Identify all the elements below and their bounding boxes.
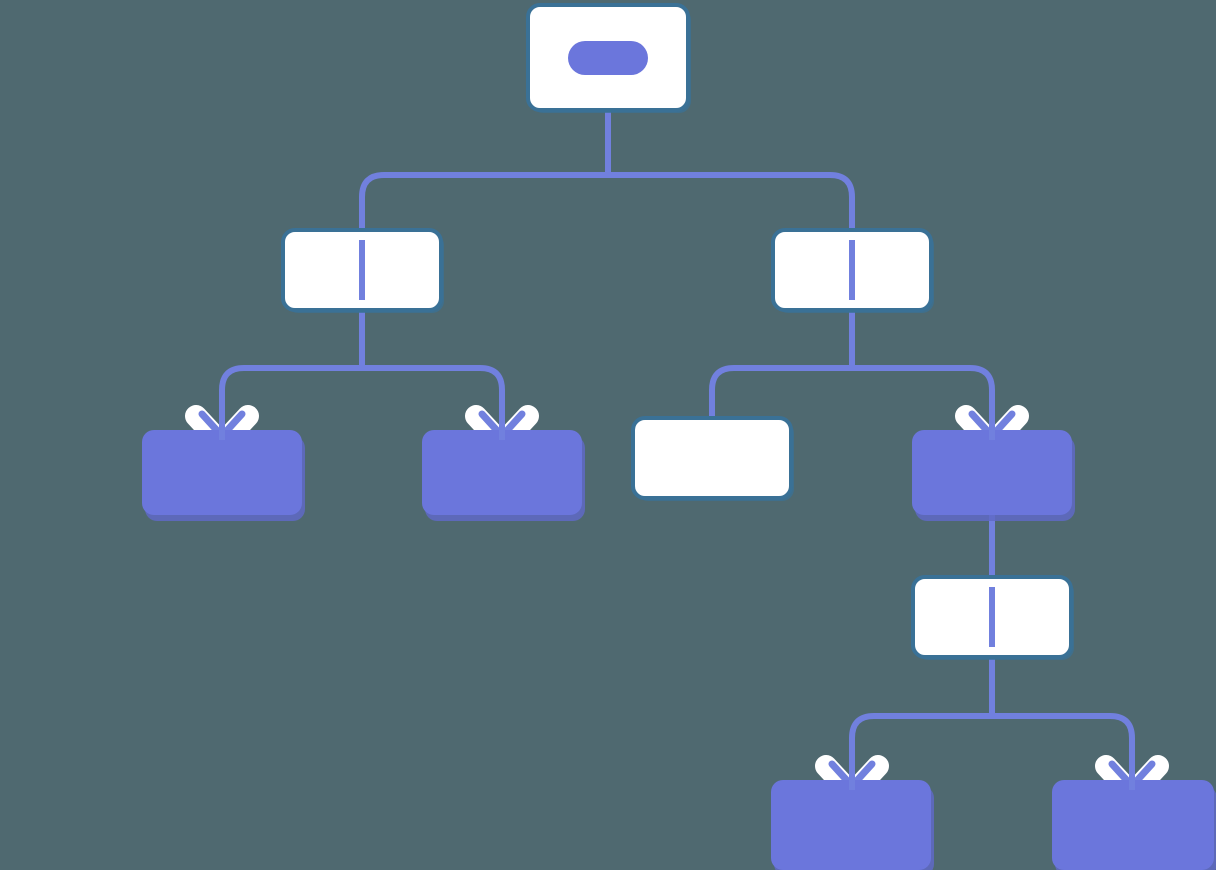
node-level4-left[interactable] (771, 780, 931, 870)
node-level1-left[interactable] (281, 228, 443, 312)
node-level2-first[interactable] (142, 430, 302, 515)
edge-n7-to-n8 (849, 713, 992, 784)
node-root-pill-badge (568, 41, 648, 75)
node-level2-third-white-box[interactable] (631, 416, 793, 500)
edge-n1-to-n3 (219, 365, 362, 434)
node-level2-fourth[interactable] (912, 430, 1072, 515)
edge-root-to-child-left (359, 172, 608, 230)
node-level4-left-box[interactable] (771, 780, 931, 870)
node-level2-fourth-box[interactable] (912, 430, 1072, 515)
edge-root-to-child-right (608, 172, 855, 230)
node-level2-first-box[interactable] (142, 430, 302, 515)
node-root[interactable] (526, 3, 690, 112)
node-level2-second[interactable] (422, 430, 582, 515)
node-level2-third-white[interactable] (631, 416, 793, 500)
arrow-overlay-layer (219, 400, 1135, 790)
edge-n7-to-n9 (992, 713, 1135, 784)
node-level4-right-box[interactable] (1052, 780, 1214, 870)
edge-n2-to-n6 (852, 365, 995, 434)
node-level4-right[interactable] (1052, 780, 1214, 870)
edge-n1-to-n4 (362, 365, 505, 434)
edge-n2-to-n5 (709, 365, 852, 422)
node-level2-second-box[interactable] (422, 430, 582, 515)
node-level1-right[interactable] (771, 228, 933, 312)
node-level3-white[interactable] (911, 575, 1073, 659)
